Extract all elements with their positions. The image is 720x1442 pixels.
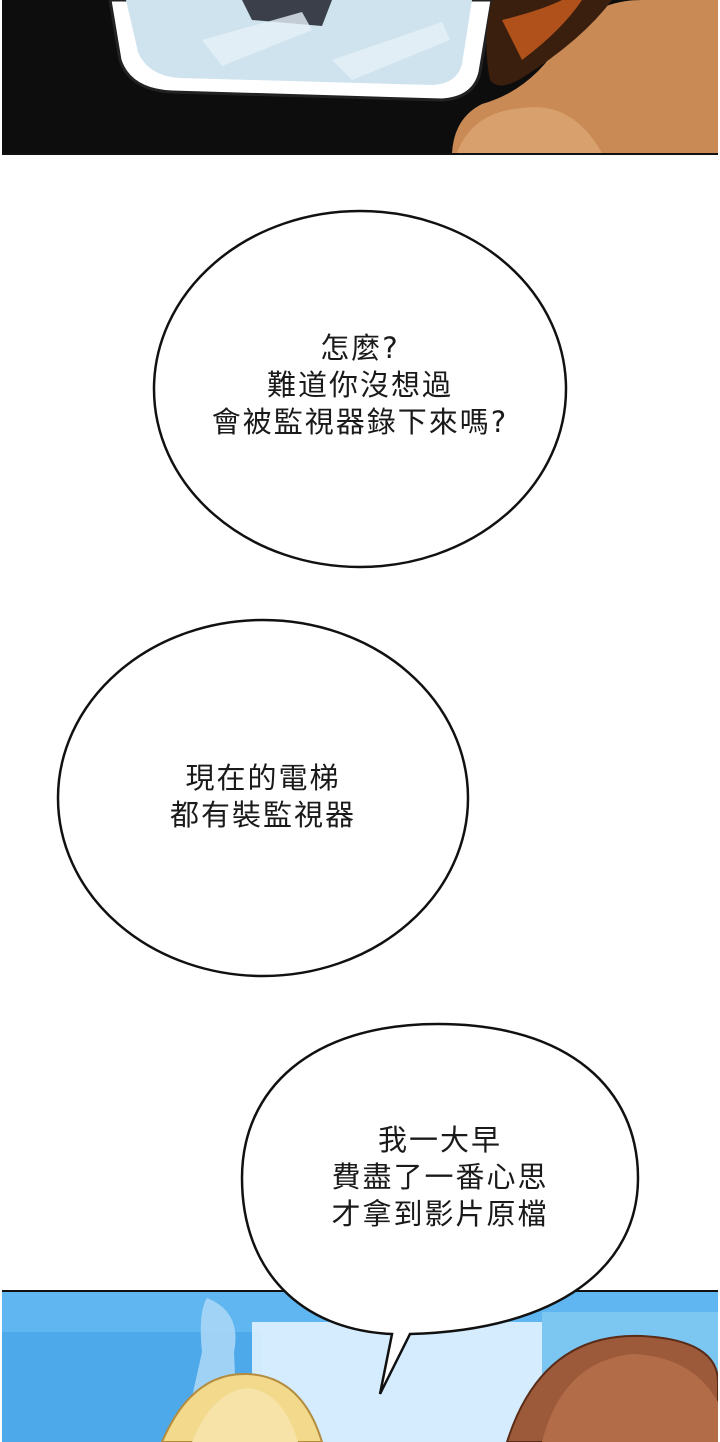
- phone-screen-figure: [242, 0, 332, 26]
- speech-bubble-3: [240, 1022, 640, 1395]
- bubble-2-line-2: 都有裝監視器: [169, 798, 356, 832]
- bubble-1-line-3: 會被監視器錄下來嗎?: [211, 405, 509, 439]
- bubble-3-line-1: 我一大早: [377, 1123, 502, 1157]
- speech-bubble-1: [152, 209, 568, 569]
- bubble-1-line-2: 難道你沒想過: [266, 368, 453, 402]
- speech-bubble-2: [56, 618, 470, 978]
- bubble-1-line-1: 怎麼?: [320, 331, 400, 365]
- speech-bubble-3-text: 我一大早 費盡了一番心思 才拿到影片原檔: [240, 1122, 640, 1233]
- speech-bubble-1-text: 怎麼? 難道你沒想過 會被監視器錄下來嗎?: [160, 330, 560, 441]
- top-panel-artwork: [2, 0, 718, 153]
- bubble-3-line-3: 才拿到影片原檔: [331, 1197, 549, 1231]
- bubble-2-line-1: 現在的電梯: [185, 761, 341, 795]
- bubble-3-line-2: 費盡了一番心思: [331, 1160, 549, 1194]
- top-comic-panel: [2, 0, 718, 155]
- speech-bubble-2-text: 現在的電梯 都有裝監視器: [63, 760, 463, 834]
